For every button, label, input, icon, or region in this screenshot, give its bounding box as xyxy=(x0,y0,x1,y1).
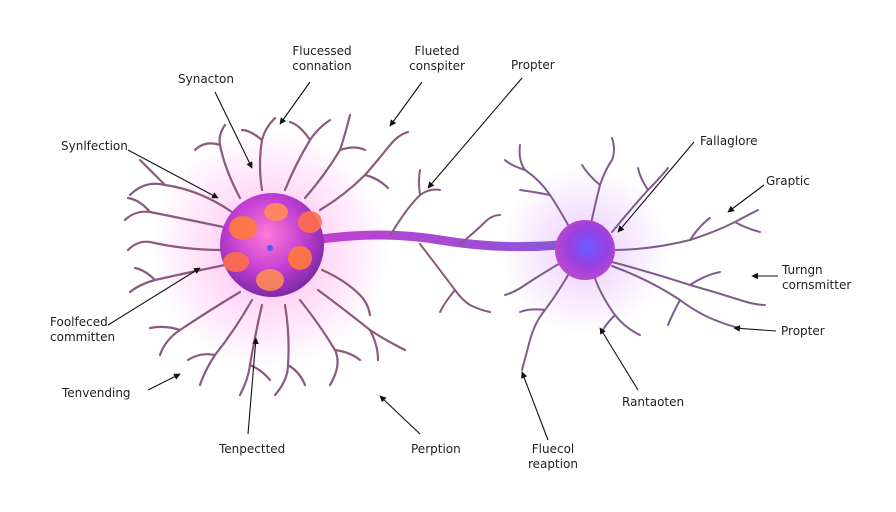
right-soma xyxy=(555,220,615,280)
left-soma-nuclei xyxy=(223,203,322,291)
pointer-lines xyxy=(107,77,778,441)
label-graptic: Graptic xyxy=(766,174,810,188)
left-dendrites xyxy=(123,113,410,397)
label-flueted: Flueted conspiter xyxy=(409,44,465,73)
label-turngn: Turngn cornsmitter xyxy=(782,263,852,292)
label-flucessed: Flucessed connation xyxy=(292,44,352,73)
label-rantaoten: Rantaoten xyxy=(622,395,685,409)
right-dendrites xyxy=(504,137,766,371)
axon-branches xyxy=(389,169,501,313)
label-fallaglore: Fallaglore xyxy=(700,134,758,148)
axon xyxy=(310,230,565,252)
label-fluecol: Fluecol reaption xyxy=(527,442,579,471)
label-tenpectted: Tenpectted xyxy=(219,442,286,456)
label-perption: Perption xyxy=(411,442,461,456)
label-tenvending: Tenvending xyxy=(62,386,131,400)
label-propter-top: Propter xyxy=(511,58,555,72)
label-synacton: Synacton xyxy=(178,72,234,86)
label-foolfeced: Foolfeced committen xyxy=(50,315,116,344)
label-synlfection: Synlfection xyxy=(61,139,128,153)
label-propter-right: Propter xyxy=(781,324,825,338)
